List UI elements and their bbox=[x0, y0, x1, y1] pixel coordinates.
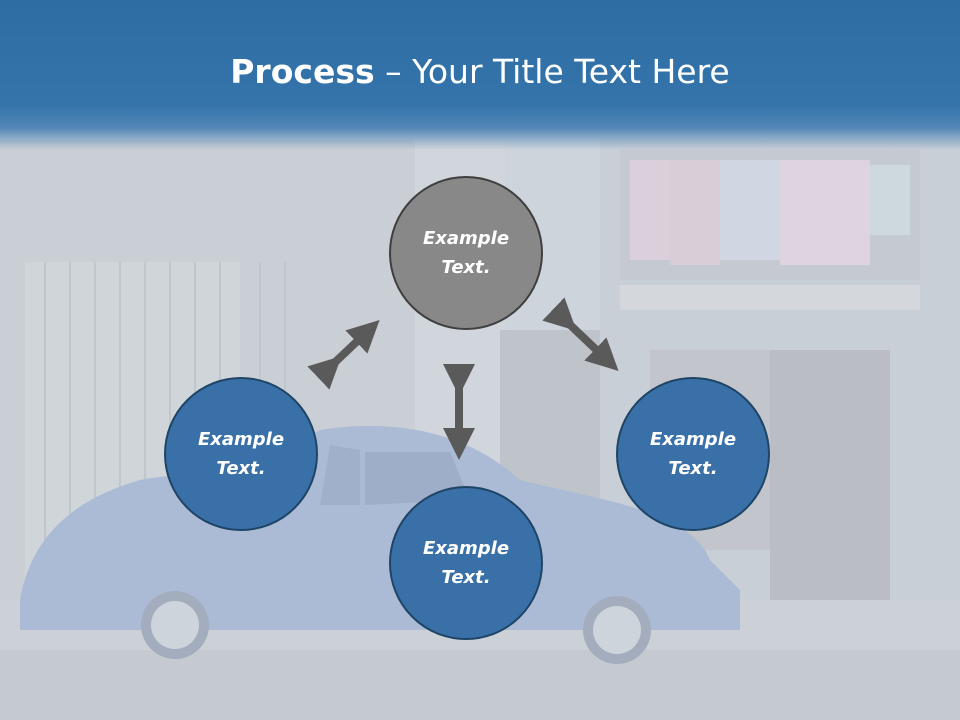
node-bottom[interactable]: Example Text. bbox=[389, 486, 543, 640]
node-left-text: Example Text. bbox=[197, 429, 285, 479]
title-bold: Process bbox=[230, 52, 375, 91]
node-right[interactable]: Example Text. bbox=[616, 377, 770, 531]
node-left[interactable]: Example Text. bbox=[164, 377, 318, 531]
node-top[interactable]: Example Text. bbox=[389, 176, 543, 330]
node-right-text: Example Text. bbox=[649, 429, 737, 479]
slide-title[interactable]: Process – Your Title Text Here bbox=[0, 52, 960, 91]
node-top-text: Example Text. bbox=[422, 228, 510, 278]
title-bar bbox=[0, 0, 960, 150]
title-rest: – Your Title Text Here bbox=[374, 52, 730, 91]
node-bottom-text: Example Text. bbox=[422, 538, 510, 588]
